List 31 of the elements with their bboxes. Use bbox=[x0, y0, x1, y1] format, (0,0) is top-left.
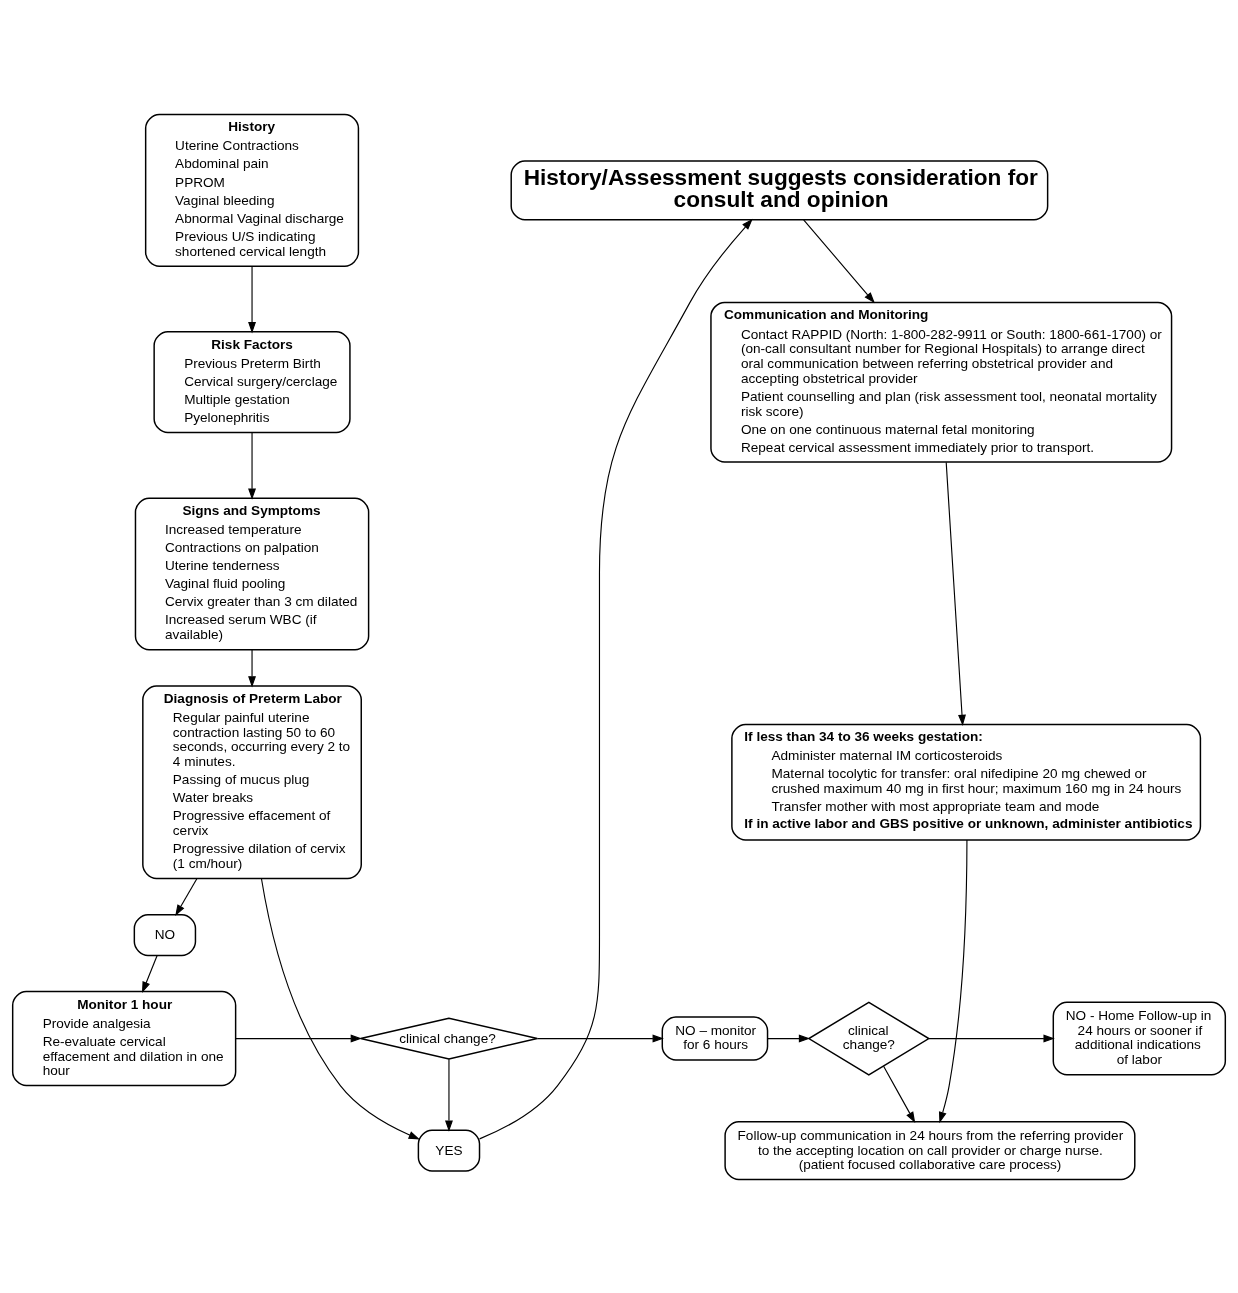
arrow bbox=[248, 265, 256, 333]
arrow bbox=[248, 649, 256, 688]
node-diamond: clinical change? bbox=[807, 1001, 931, 1076]
arrow bbox=[938, 839, 968, 1123]
node-box: Monitor 1 hour Provide analgesia Re-evaluate cervical effacement and dilation in one hour bbox=[11, 990, 237, 1086]
arrow bbox=[248, 431, 256, 500]
arrow bbox=[479, 218, 753, 1139]
arrow bbox=[883, 1065, 916, 1123]
node-box: Diagnosis of Preterm Labor Regular painful uterine contraction lasting 50 to 60 seconds, occurring every 2 to 4 minutes. Passing of mucus plug Water breaks Progressive effacement of cervix Progressive dilation of cervix (1 cm/hour) bbox=[142, 684, 362, 879]
node-box: Communication and Monitoring Contact RAPPID (North: 1-800-282-9911 or South: 1800-661-1700) or (on-call consultant number for Regional Hospitals) to arrange direct oral communication between referring obstetrical provider and accepting obstetrical provider Patient counselling and plan (risk assessment tool, neonatal mortality risk score) One on one continuous maternal fetal monitoring Repeat cervical assessment immediately prior to transport. bbox=[710, 301, 1173, 463]
node-box: Risk Factors Previous Preterm Birth Cervical surgery/cerclage Multiple gestation Pyelonephritis bbox=[153, 330, 351, 433]
arrow bbox=[142, 954, 158, 993]
node-box: YES bbox=[417, 1129, 481, 1172]
arrow bbox=[445, 1058, 453, 1132]
arrow bbox=[945, 461, 966, 726]
arrow bbox=[767, 1034, 811, 1043]
arrow bbox=[175, 877, 198, 916]
node-box: If less than 34 to 36 weeks gestation: Administer maternal IM corticosteroids Maternal tocolytic for transfer: oral nifedipine 20 mg chewed or crushed maximum 40 mg in first hour; maximum 160 mg in 24 hours Transfer mother with most appropriate team and mode If in active labor and GBS positive or unknown, administer antibiotics bbox=[731, 723, 1202, 841]
node-box: Follow-up communication in 24 hours from the referring provider to the accepting location on call provider or charge nurse. (patient focused collaborative care process) bbox=[724, 1120, 1136, 1180]
arrow bbox=[803, 218, 875, 303]
node-box: Signs and Symptoms Increased temperature Contractions on palpation Uterine tenderness Vaginal fluid pooling Cervix greater than 3 cm dilated Increased serum WBC (if available) bbox=[134, 496, 370, 651]
arrow bbox=[536, 1034, 664, 1043]
arrow bbox=[928, 1034, 1055, 1043]
node-box: NO - Home Follow-up in 24 hours or sooner if additional indications of labor bbox=[1052, 1001, 1227, 1076]
node-box: History Uterine Contractions Abdominal pain PPROM Vaginal bleeding Abnormal Vaginal discharge Previous U/S indicating shortened cervical length bbox=[144, 113, 360, 267]
arrow bbox=[235, 1034, 362, 1043]
node-diamond: clinical change? bbox=[359, 1016, 538, 1060]
node-box: NO – monitor for 6 hours bbox=[661, 1015, 769, 1061]
node-box: NO bbox=[133, 913, 197, 956]
node-box: History/Assessment suggests consideration for consult and opinion bbox=[510, 159, 1049, 220]
arrow bbox=[260, 877, 420, 1139]
